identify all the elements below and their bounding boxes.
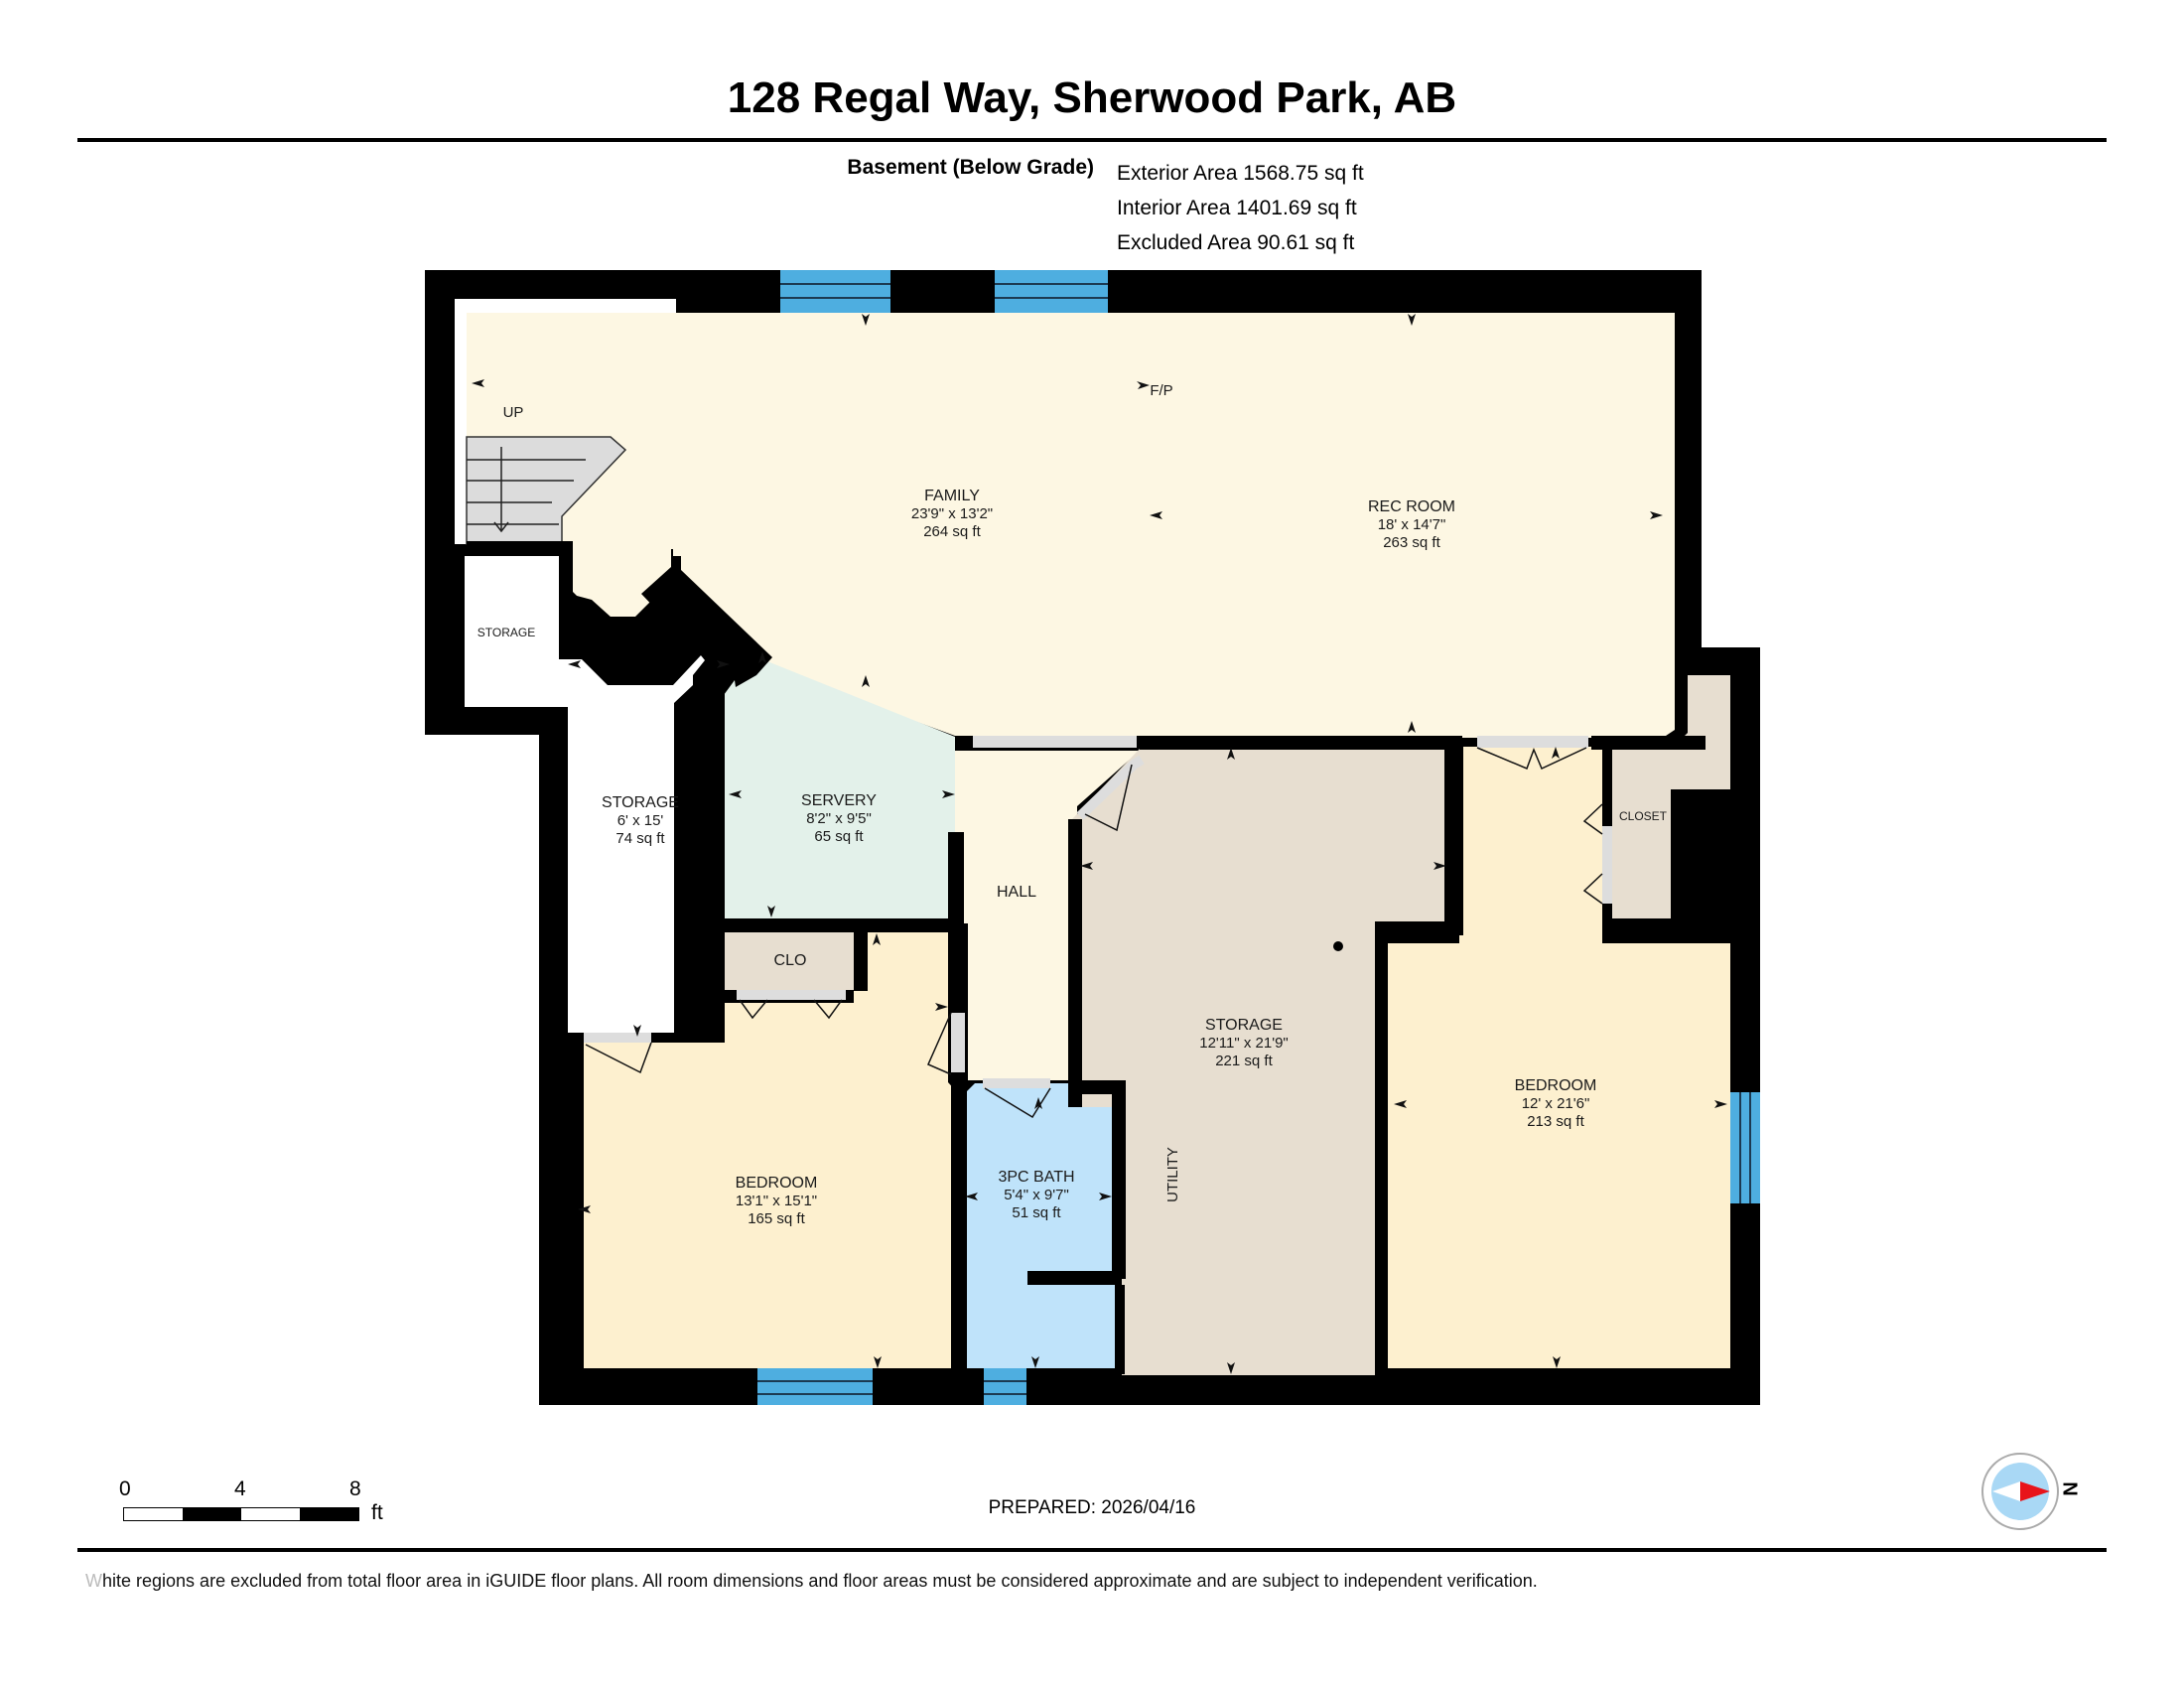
scale-tick-8: 8 [349,1477,361,1500]
compass-icon [1981,1453,2059,1530]
bedroom-1-area: 165 sq ft [748,1210,805,1227]
door-swing-bath [984,1087,1051,1119]
stair-treads [467,447,586,533]
compass-north-label: N [2058,1481,2081,1496]
door-swing-clo [739,999,843,1020]
storage-mid-area: 74 sq ft [615,830,665,847]
utility-label: UTILITY [1164,1147,1181,1202]
floor-level-label: Basement (Below Grade) [847,156,1094,179]
servery-area: 65 sq ft [814,828,864,845]
scale-bar: 0 4 8 ft [119,1477,391,1537]
door-clo [737,990,846,1000]
clo-name: CLO [774,952,807,969]
door-hall-storage [1076,755,1145,820]
disclaimer-text: hite regions are excluded from total flo… [102,1571,1538,1591]
storage-utility-area: 221 sq ft [1215,1053,1273,1069]
servery-floor [725,655,955,918]
bedroom-1-name: BEDROOM [736,1175,818,1192]
stairs-up-label: UP [503,404,524,421]
family-dims: 23'9" x 13'2" [911,505,993,522]
door-swing-bedroom2 [1476,747,1587,771]
door-swing-storage [585,1042,652,1074]
bath-dims: 5'4" x 9'7" [1004,1187,1069,1203]
door-rec-bedroom2 [1477,736,1588,748]
storage-utility-floor [1070,747,1444,1375]
window-top-1 [780,270,890,313]
windows [757,270,1760,1405]
storage-small-name: STORAGE [478,626,535,639]
door-swing-closet [1582,803,1603,905]
window-bottom-bath [984,1368,1026,1405]
door-swing-utility [1084,764,1133,832]
bath-floor [961,1083,1115,1368]
bedroom-2-floor [1385,747,1730,1368]
fireplace-label: F/P [1150,382,1172,399]
servery-name: SERVERY [801,792,877,809]
page-title: 128 Regal Way, Sherwood Park, AB [727,73,1457,122]
hall-name: HALL [997,884,1036,901]
door-hall-bath [983,1078,1050,1088]
title-divider [77,138,2107,142]
scale-tick-4: 4 [234,1477,246,1500]
area-summary: Exterior Area 1568.75 sq ft Interior Are… [1117,156,1364,260]
excluded-area: Excluded Area 90.61 sq ft [1117,231,1355,254]
bedroom-2-name: BEDROOM [1515,1077,1597,1094]
disclaimer: White regions are excluded from total fl… [85,1571,1538,1592]
bedroom-2-dims: 12' x 21'6" [1522,1095,1590,1112]
bedroom-1-dims: 13'1" x 15'1" [736,1193,817,1209]
measure-markers [472,314,1727,1374]
family-area: 264 sq ft [923,523,981,540]
prepared-date: PREPARED: 2026/04/16 [988,1497,1196,1518]
interior-walls [467,541,1730,1374]
door-storage-bedroom1 [584,1033,651,1043]
storage-utility-dims: 12'11" x 21'9" [1199,1035,1289,1052]
window-right-bedroom2 [1730,1092,1760,1203]
window-bottom-1 [757,1368,873,1405]
window-top-2 [995,270,1108,313]
bath-name: 3PC BATH [998,1169,1074,1186]
interior-area: Interior Area 1401.69 sq ft [1117,197,1357,219]
doors [584,736,1612,1119]
clo-floor [725,931,854,990]
door-hall-bedroom1 [951,1013,965,1072]
rec-room-dims: 18' x 14'7" [1378,516,1446,533]
exterior-area: Exterior Area 1568.75 sq ft [1117,162,1364,185]
room-labels: FAMILY 23'9" x 13'2" 264 sq ft REC ROOM … [478,382,1668,1227]
bedroom-2-area: 213 sq ft [1527,1113,1584,1130]
family-rec-room-floor [467,313,1675,738]
door-family-hall [973,736,1137,748]
storage-mid-dims: 6' x 15' [617,812,664,829]
scale-tick-0: 0 [119,1477,131,1500]
closet-name: CLOSET [1619,809,1668,823]
storage-utility-name: STORAGE [1205,1017,1283,1034]
disclaimer-first-letter: W [85,1571,102,1591]
scale-unit: ft [371,1501,383,1524]
door-closet [1602,826,1612,904]
door-swing-hall-bedroom1 [927,1012,952,1075]
footer-divider [77,1548,2107,1552]
servery-dims: 8'2" x 9'5" [806,810,872,827]
bedroom-1-floor [574,931,957,1368]
rec-room-area: 263 sq ft [1383,534,1440,551]
family-name: FAMILY [924,488,980,504]
floor-drain-icon [1333,941,1343,951]
hall-floor [955,751,1140,1080]
rec-room-name: REC ROOM [1368,498,1455,515]
storage-mid-name: STORAGE [602,794,679,811]
bath-area: 51 sq ft [1012,1204,1061,1221]
scale-bar-graphic [123,1507,359,1521]
